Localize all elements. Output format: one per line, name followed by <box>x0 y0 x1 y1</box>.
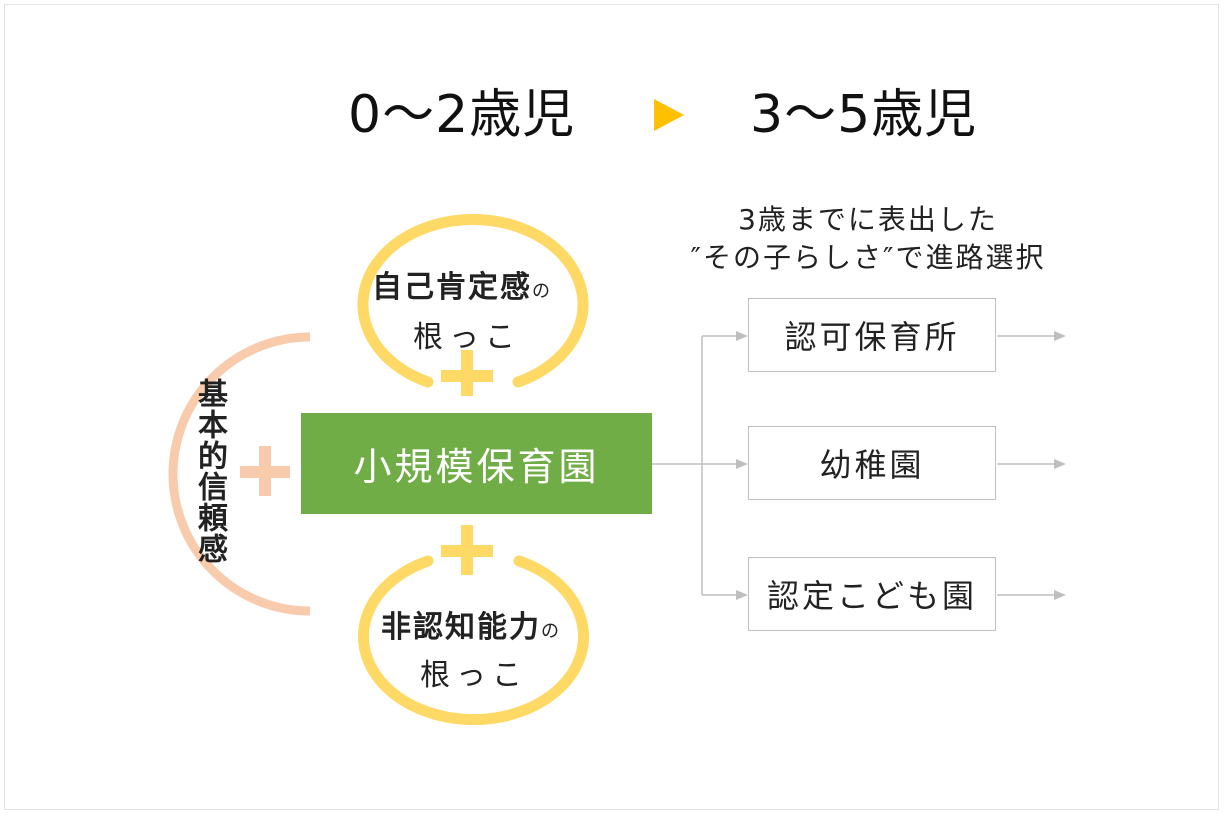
bottom-circle-title-suffix: の <box>541 621 559 642</box>
destination-box-yochien: 幼稚園 <box>748 426 996 500</box>
plus-icon-bottom <box>441 525 493 575</box>
plus-icon-top <box>441 350 493 396</box>
play-triangle-icon <box>654 99 684 131</box>
top-circle-title: 自己肯定感の <box>372 262 550 306</box>
bottom-circle-title: 非認知能力の <box>381 602 559 646</box>
slide-frame <box>4 4 1219 810</box>
center-box: 小規模保育園 <box>301 413 652 514</box>
top-circle-shape <box>357 214 589 388</box>
age-to-label: 3〜5歳児 <box>750 85 978 145</box>
center-box-label: 小規模保育園 <box>353 445 600 489</box>
destination-box-ninka-hoikusho: 認可保育所 <box>748 298 996 372</box>
connector-lines <box>652 335 1058 596</box>
destination-label: 認可保育所 <box>784 318 960 356</box>
destination-box-nintei-kodomoen: 認定こども園 <box>748 557 996 631</box>
bottom-circle-subtitle: 根っこ <box>420 658 528 693</box>
bottom-circle-shape <box>358 555 589 726</box>
destination-label: 認定こども園 <box>766 577 977 615</box>
note-line-2: ″その子らしさ″で進路選択 <box>690 241 1046 274</box>
left-arc-label: 基本的信頼感 <box>192 378 227 564</box>
top-circle-subtitle: 根っこ <box>413 320 521 355</box>
top-circle-title-suffix: の <box>532 281 550 302</box>
note-line-1: 3歳までに表出した <box>738 203 998 236</box>
bottom-circle-title-main: 非認知能力 <box>381 610 541 645</box>
plus-icon-left <box>240 446 290 496</box>
age-from-label: 0〜2歳児 <box>348 85 576 145</box>
left-arc-shape <box>168 332 311 616</box>
top-circle-title-main: 自己肯定感 <box>372 270 532 305</box>
arrowheads <box>736 331 1066 600</box>
destination-label: 幼稚園 <box>819 446 925 484</box>
